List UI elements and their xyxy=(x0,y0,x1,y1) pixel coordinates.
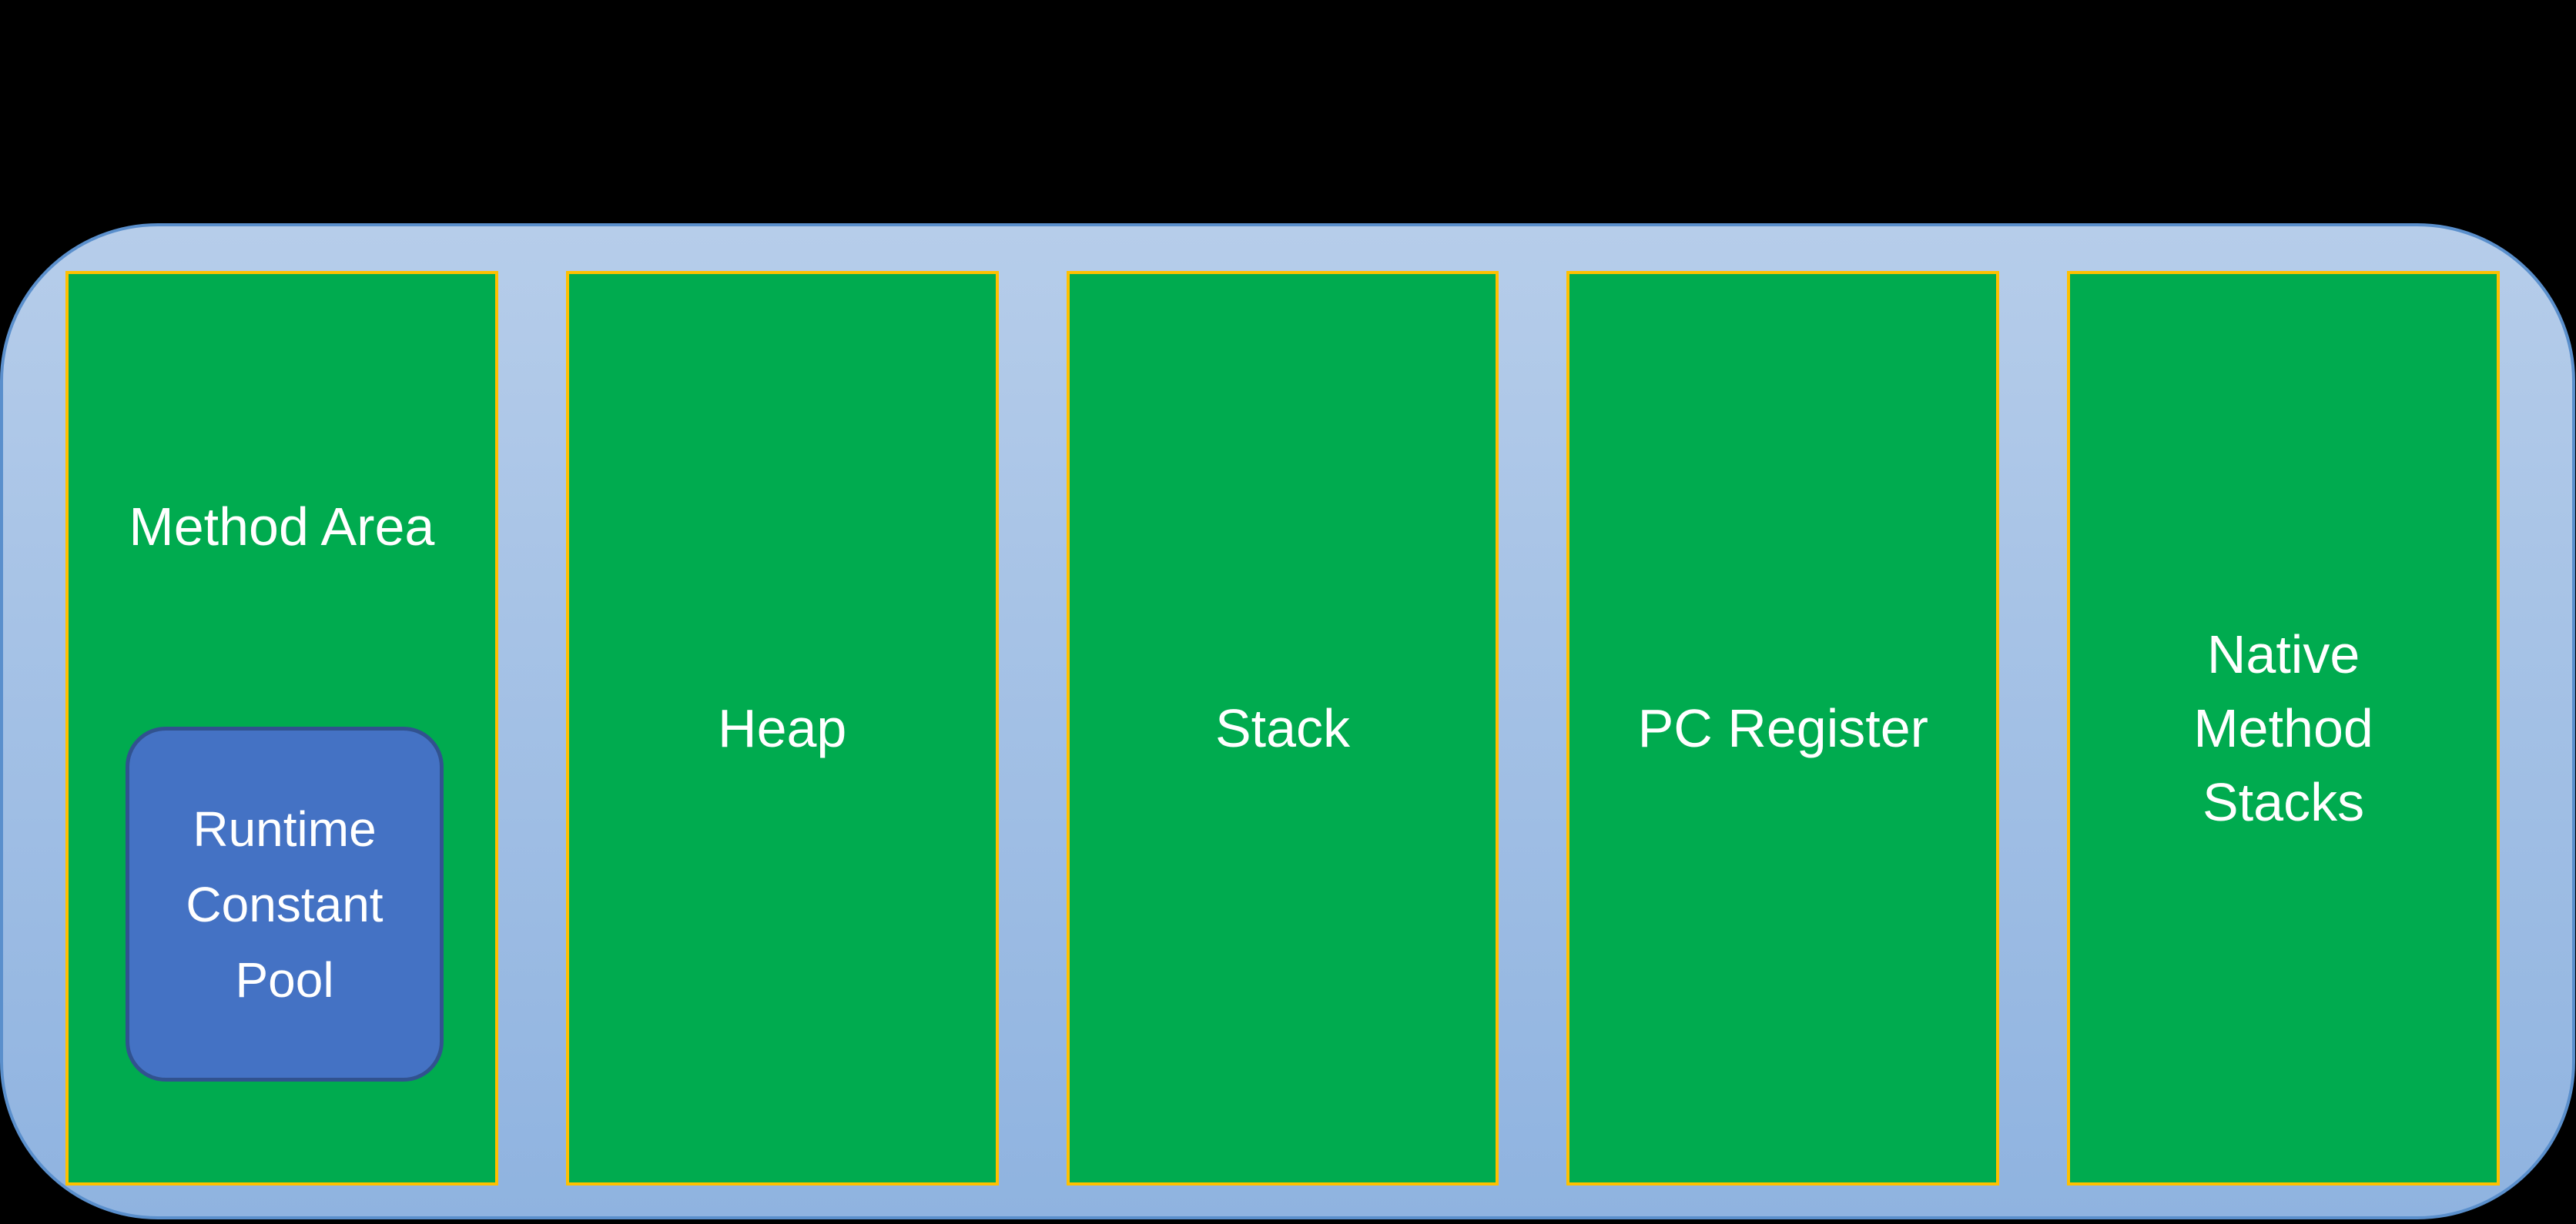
method-area-label: Method Area xyxy=(129,497,435,557)
pc-register-label: PC Register xyxy=(1637,698,1928,758)
runtime-constant-pool-box: Runtime Constant Pool xyxy=(126,727,444,1082)
region-pc-register: PC Register xyxy=(1566,271,2000,1186)
heap-label: Heap xyxy=(718,698,847,758)
native-method-stacks-label: Native Method Stacks xyxy=(2193,624,2373,832)
stack-label: Stack xyxy=(1214,698,1351,758)
region-heap: Heap xyxy=(565,271,999,1186)
region-row: Method Area Runtime Constant Pool Heap S… xyxy=(65,271,2500,1186)
region-method-area: Method Area Runtime Constant Pool xyxy=(65,271,498,1186)
runtime-data-area-container: Method Area Runtime Constant Pool Heap S… xyxy=(0,223,2575,1219)
runtime-constant-pool-label: Runtime Constant Pool xyxy=(186,801,384,1008)
region-native-method-stacks: Native Method Stacks xyxy=(2067,271,2500,1186)
region-stack: Stack xyxy=(1066,271,1499,1186)
